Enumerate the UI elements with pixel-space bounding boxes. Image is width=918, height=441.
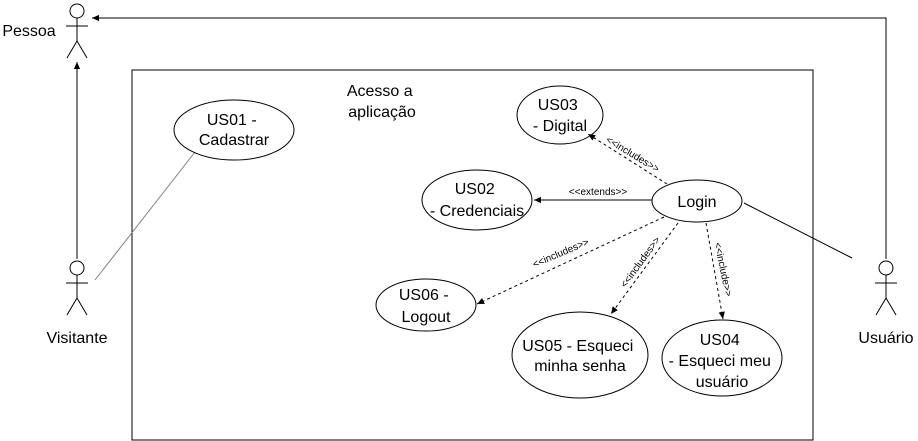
use-case-us03[interactable] (516, 85, 604, 145)
actor-pessoa-label: Pessoa (2, 23, 55, 40)
actor-visitante-label: Visitante (46, 330, 107, 347)
edge-extends-label: <<extends>> (569, 187, 628, 198)
use-case-us03-label: US03 - Digital (533, 97, 587, 135)
edge-login-us03 (587, 133, 668, 185)
edge-login-us04 (705, 222, 725, 320)
edge-visitante-us01 (94, 151, 196, 281)
edge-includes-digital-label: <<includes>> (604, 135, 661, 175)
use-case-us04[interactable] (661, 319, 783, 397)
use-case-us01-label: US01 - Cadastrar (199, 112, 270, 149)
system-boundary (131, 69, 814, 441)
use-case-us06-label: US06 - Logout (399, 287, 453, 326)
use-case-login[interactable] (651, 179, 743, 223)
use-case-us06[interactable] (375, 278, 477, 332)
use-case-us01[interactable] (173, 99, 295, 161)
use-case-us05[interactable] (511, 311, 649, 399)
use-case-us02-label: US02 - Credenciais (430, 181, 524, 220)
edge-includes-senha-label: <<includes>> (619, 235, 663, 290)
actor-pessoa[interactable] (66, 3, 88, 59)
actor-usuario[interactable] (875, 260, 897, 316)
use-case-login-label: Login (677, 194, 716, 211)
edge-login-us06 (476, 216, 665, 305)
edge-include-usuario-label: <<include>> (711, 241, 733, 297)
edge-usuario-login (743, 202, 853, 259)
edge-usuario-pessoa (92, 14, 887, 259)
edge-includes-logout-label: <<includes>> (531, 237, 591, 271)
use-case-us05-label: US05 - Esqueci minha senha (522, 338, 638, 375)
actor-usuario-label: Usuário (858, 330, 913, 347)
edge-login-us05 (610, 222, 679, 315)
use-case-us04-label: US04 - Esqueci meu usuário (669, 332, 776, 391)
actor-visitante[interactable] (66, 260, 88, 316)
system-title: Acesso a aplicação (347, 83, 417, 121)
use-case-us02[interactable] (421, 169, 533, 231)
